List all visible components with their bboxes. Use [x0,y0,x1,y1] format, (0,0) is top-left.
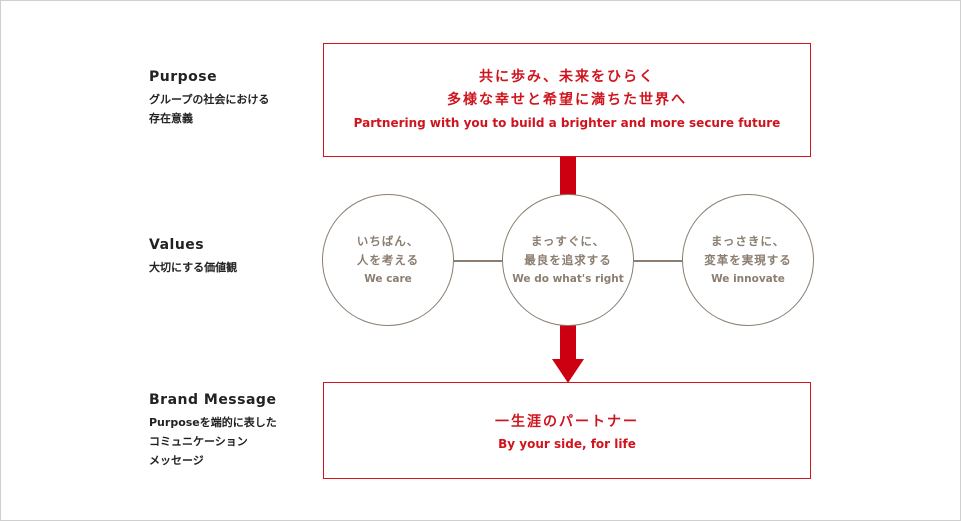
brand-heading: Brand Message [149,392,277,408]
purpose-label: Purpose グループの社会における存在意義 [149,69,269,128]
value-line-2: 人を考える [356,252,420,267]
purpose-box: 共に歩み、未来をひらく 多様な幸せと希望に満ちた世界へ Partnering w… [323,43,811,157]
value-circle-right: まっすぐに、 最良を追求する We do what's right [502,194,634,326]
brand-sub-3: メッセージ [149,454,204,467]
value-line-1: まっすぐに、 [530,233,606,248]
values-sub: 大切にする価値観 [149,261,238,274]
purpose-english: Partnering with you to build a brighter … [353,116,781,130]
purpose-line-2: 多様な幸せと希望に満ちた世界へ [447,92,687,108]
brand-line-1: 一生涯のパートナー [495,414,639,430]
value-circle-care: いちばん、 人を考える We care [322,194,454,326]
value-line-2: 変革を実現する [704,252,792,267]
value-line-2: 最良を追求する [524,252,612,267]
connector-bar-bottom [560,321,576,361]
brand-label: Brand Message Purposeを端的に表したコミュニケーションメッセ… [149,392,277,470]
connector-bar-top [560,151,576,201]
values-label: Values 大切にする価値観 [149,237,237,277]
values-connector [631,260,701,262]
value-line-1: まっさきに、 [710,233,786,248]
values-connector [451,260,521,262]
purpose-sub-2: 存在意義 [149,112,193,125]
values-heading: Values [149,237,205,253]
brand-english: By your side, for life [498,437,636,451]
brand-sub-1: Purposeを端的に表した [149,416,277,429]
value-english: We innovate [711,272,785,285]
arrow-down-icon [552,359,584,383]
value-english: We care [364,272,412,285]
purpose-line-1: 共に歩み、未来をひらく [479,69,655,85]
value-circle-innovate: まっさきに、 変革を実現する We innovate [682,194,814,326]
brand-box: 一生涯のパートナー By your side, for life [323,382,811,479]
purpose-heading: Purpose [149,69,218,85]
value-line-1: いちばん、 [356,233,420,248]
purpose-sub-1: グループの社会における [149,93,270,106]
value-english: We do what's right [512,272,624,285]
brand-sub-2: コミュニケーション [149,435,248,448]
